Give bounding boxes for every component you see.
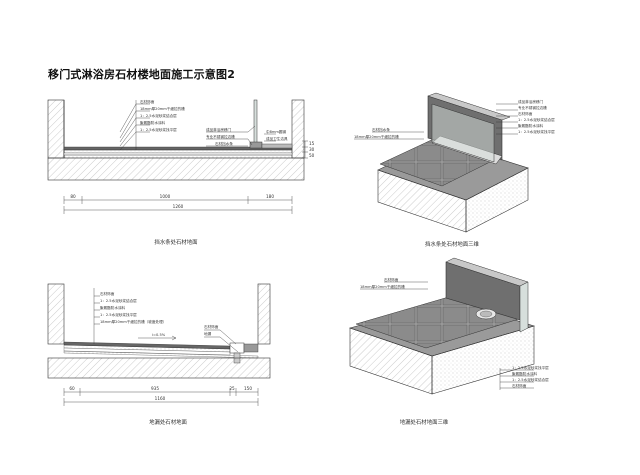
label: 石材饰面 bbox=[100, 291, 115, 296]
label: 专业不锈钢拉边槽 bbox=[206, 134, 235, 139]
dimension: 935 bbox=[151, 386, 159, 391]
glass-door bbox=[253, 99, 258, 148]
label: 聚氨酯防水涂料 bbox=[140, 120, 166, 125]
dimension: 30 bbox=[309, 147, 315, 152]
isometric-threshold: 成品淋浴房移门 专业不锈钢拉边槽 石材饰面 1：2.5水泥砂浆结合层 聚氨酯防水… bbox=[354, 92, 555, 248]
left-wall bbox=[47, 99, 65, 159]
section-drawing-threshold: 石材饰面 18mm厚20mm干细拉的槽 1：2.5水泥砂浆结合层 聚氨酯防水涂料… bbox=[47, 99, 315, 246]
label: 聚氨酯防水涂料 bbox=[100, 305, 126, 310]
label: 聚氨酯防水涂料 bbox=[512, 371, 538, 376]
dimension: 80 bbox=[70, 194, 76, 199]
label: 1：2.5水泥砂浆结合层 bbox=[100, 298, 137, 303]
concrete-slab bbox=[47, 157, 305, 181]
label: 成品淋浴房移门 bbox=[206, 127, 232, 132]
right-wall bbox=[291, 99, 305, 159]
label: 1：2.5水泥砂浆找平层 bbox=[140, 127, 177, 132]
label: 18mm厚20mm干细拉的槽（坡度处理） bbox=[100, 319, 166, 324]
label: 18mm厚20mm干细拉的槽 bbox=[354, 134, 399, 139]
panel-caption: 挡水条处石材地面三维 bbox=[425, 240, 480, 248]
right-wall bbox=[257, 283, 271, 345]
label: 1：2.5水泥砂浆找平层 bbox=[512, 365, 549, 370]
label: 成品卫生洁具 bbox=[266, 136, 288, 141]
label: 地漏 bbox=[204, 331, 212, 336]
dimension-total: 1160 bbox=[155, 396, 166, 401]
label: 石材饰面 bbox=[518, 111, 533, 116]
label: 石材饰面 bbox=[384, 277, 399, 282]
label: 石材饰面 bbox=[204, 324, 219, 329]
label: 成品淋浴房移门 bbox=[518, 99, 544, 104]
label: 18mm厚20mm干细拉的槽 bbox=[360, 284, 405, 289]
concrete-slab bbox=[47, 357, 271, 379]
label: 18mm厚20mm干细拉的槽 bbox=[140, 106, 185, 111]
label: 中8mm圆钢 bbox=[266, 129, 286, 134]
page-title: 移门式淋浴房石材楼地面施工示意图2 bbox=[48, 68, 236, 81]
dimension: 50 bbox=[309, 153, 315, 158]
panel-caption: 挡水条处石材地面 bbox=[154, 238, 198, 246]
dimension: 180 bbox=[266, 194, 274, 199]
label: 1：2.5水泥砂浆找平层 bbox=[100, 312, 137, 317]
dimension: 60 bbox=[69, 386, 75, 391]
label: 石材挡水条 bbox=[215, 141, 233, 146]
dimension: 25 bbox=[229, 386, 235, 391]
label: 1：2.5水泥砂浆结合层 bbox=[512, 377, 549, 382]
label: 1：2.5水泥砂浆结合层 bbox=[518, 117, 555, 122]
label: 石材饰面 bbox=[512, 383, 527, 388]
section-drawing-drain: i=0.5% 石材饰面 1：2.5水泥砂浆结合层 聚氨酯防水涂料 1：2.5水泥… bbox=[47, 283, 271, 426]
isometric-drain: 石材饰面 18mm厚20mm干细拉的槽 1：2.5水泥砂浆找平层 聚氨酯防水涂料… bbox=[348, 257, 549, 426]
label: 1：2.5水泥砂浆找平层 bbox=[518, 129, 555, 134]
label: 石材饰面 bbox=[140, 99, 155, 104]
panel-caption: 地漏处石材地面三维 bbox=[400, 418, 449, 426]
dimension: 15 bbox=[309, 141, 315, 146]
slope-note: i=0.5% bbox=[152, 333, 166, 337]
dimension: 1000 bbox=[160, 194, 171, 199]
left-wall bbox=[47, 283, 65, 345]
label: 石材挡水条 bbox=[372, 127, 390, 132]
panel-caption: 地漏处石材地面 bbox=[149, 418, 187, 426]
label: 专业不锈钢拉边槽 bbox=[518, 105, 547, 110]
dimension: 150 bbox=[244, 386, 252, 391]
floor-drain bbox=[229, 342, 245, 354]
dimension-total: 1260 bbox=[173, 204, 184, 209]
label: 聚氨酯防水涂料 bbox=[518, 123, 544, 128]
label: 1：2.5水泥砂浆结合层 bbox=[140, 113, 177, 118]
